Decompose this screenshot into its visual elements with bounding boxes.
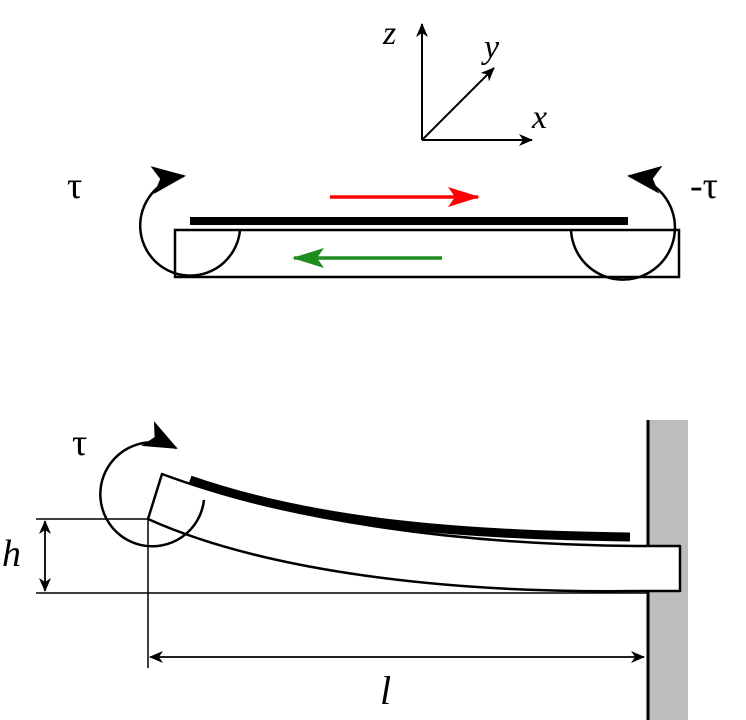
- left-torque-arrow-icon: [139, 166, 242, 277]
- height-label: h: [2, 533, 21, 575]
- substrate-beam: [173, 228, 681, 279]
- y-axis: [421, 67, 495, 141]
- top-view: [139, 165, 681, 281]
- length-label: l: [380, 668, 391, 713]
- z-axis-label: z: [382, 15, 396, 52]
- piezo-layer: [190, 217, 628, 225]
- y-axis-label: y: [481, 29, 500, 66]
- right-torque-label: -τ: [690, 165, 718, 207]
- bent-piezo-layer: [188, 475, 631, 542]
- x-axis-label: x: [531, 99, 547, 136]
- bottom-view: [36, 420, 688, 720]
- left-torque-label: τ: [67, 165, 82, 207]
- coordinate-axes-icon: [416, 23, 533, 146]
- right-torque-arrow-icon: [569, 165, 677, 281]
- bottom-torque-label: τ: [72, 422, 87, 464]
